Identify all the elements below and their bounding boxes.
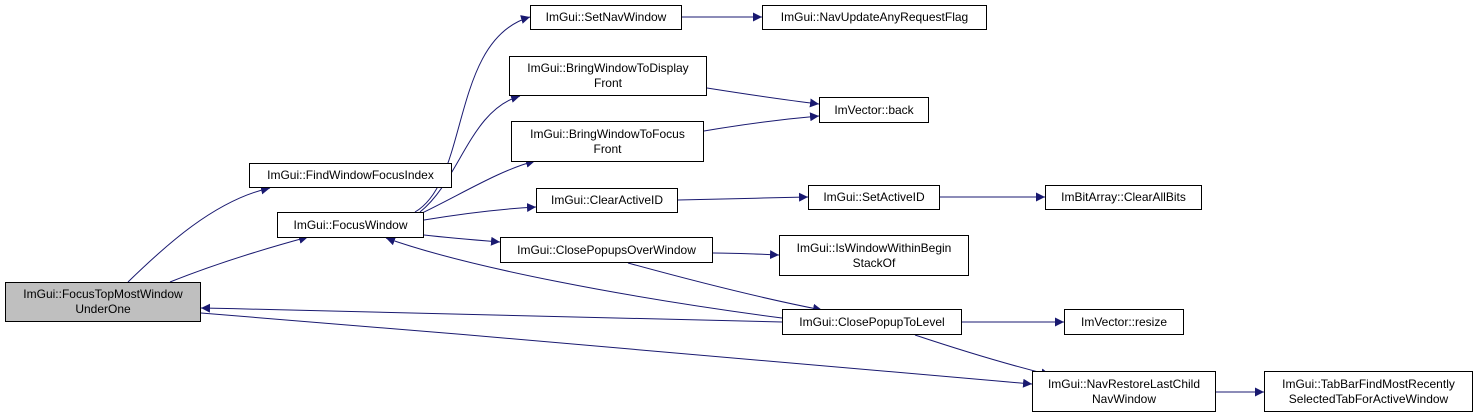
node-focus-top-most-window-under-one[interactable]: ImGui::FocusTopMostWindow UnderOne bbox=[5, 282, 201, 322]
edge-focus-window-to-bring-display bbox=[419, 94, 521, 213]
node-nav-update-any-request-flag[interactable]: ImGui::NavUpdateAnyRequestFlag bbox=[762, 5, 987, 30]
node-imbitarray-clear-all-bits[interactable]: ImBitArray::ClearAllBits bbox=[1045, 185, 1202, 210]
node-clear-active-id[interactable]: ImGui::ClearActiveID bbox=[536, 188, 678, 213]
node-label-line: Front bbox=[593, 141, 622, 156]
node-label-line: ImGui::BringWindowToDisplay bbox=[527, 61, 689, 75]
node-bring-window-to-display-front[interactable]: ImGui::BringWindowToDisplay Front bbox=[509, 56, 707, 96]
node-set-active-id[interactable]: ImGui::SetActiveID bbox=[808, 185, 940, 210]
node-bring-window-to-focus-front[interactable]: ImGui::BringWindowToFocus Front bbox=[511, 121, 704, 162]
edge-clear-active-id-to-set-active-id bbox=[677, 192, 809, 202]
node-label-line: ImVector::back bbox=[834, 102, 914, 117]
node-tabbar-find-most-recently-selected-tab[interactable]: ImGui::TabBarFindMostRecently SelectedTa… bbox=[1264, 371, 1473, 412]
edge-close-popup-level-to-nav-restore bbox=[914, 334, 1051, 378]
node-label-line: ImGui::ClosePopupToLevel bbox=[799, 314, 945, 329]
edge-focus-window-to-clear-active-id bbox=[423, 203, 537, 221]
node-label-line: ImGui::SetNavWindow bbox=[545, 10, 667, 24]
edge-close-popups-over-to-close-popup-level bbox=[627, 262, 823, 313]
edge-focus-top-most-to-find-focus-index bbox=[127, 185, 271, 283]
node-label-line: ImGui::ClearActiveID bbox=[550, 193, 664, 207]
edge-focus-window-to-close-popups-over bbox=[423, 234, 501, 246]
node-set-nav-window[interactable]: ImGui::SetNavWindow bbox=[530, 5, 682, 30]
node-label-line: ImVector::resize bbox=[1080, 314, 1168, 329]
edge-bring-display-to-vector-back bbox=[706, 87, 820, 108]
node-close-popups-over-window[interactable]: ImGui::ClosePopupsOverWindow bbox=[500, 237, 713, 263]
node-label-line: ImGui::FocusTopMostWindow bbox=[23, 287, 183, 301]
node-label-line: NavWindow bbox=[1091, 391, 1157, 406]
node-label-line: ImGui::BringWindowToFocus bbox=[530, 126, 685, 141]
node-label-line: ImGui::NavRestoreLastChild bbox=[1047, 376, 1201, 391]
node-imvector-back[interactable]: ImVector::back bbox=[819, 97, 929, 123]
node-label-line: ImGui::IsWindowWithinBegin bbox=[796, 240, 952, 255]
edge-focus-top-most-to-nav-restore bbox=[200, 312, 1033, 388]
edge-close-popups-over-to-is-within-begin bbox=[712, 250, 780, 260]
node-label-line: ImGui::NavUpdateAnyRequestFlag bbox=[780, 10, 969, 24]
node-label-line: ImBitArray::ClearAllBits bbox=[1061, 190, 1186, 204]
node-label-line: ImGui::FindWindowFocusIndex bbox=[267, 168, 434, 182]
edge-focus-top-most-to-focus-window bbox=[169, 235, 309, 283]
edge-bring-focus-to-vector-back bbox=[703, 112, 820, 132]
node-label-line: ImGui::ClosePopupsOverWindow bbox=[517, 242, 696, 257]
node-imvector-resize[interactable]: ImVector::resize bbox=[1064, 309, 1184, 335]
node-find-window-focus-index[interactable]: ImGui::FindWindowFocusIndex bbox=[249, 163, 452, 188]
node-label-line: ImGui::SetActiveID bbox=[823, 190, 925, 204]
edge-focus-top-most-to-close-popup-level bbox=[200, 303, 783, 323]
node-label-line: UnderOne bbox=[75, 302, 131, 316]
edge-close-popup-level-to-focus-window bbox=[385, 236, 783, 319]
node-is-window-within-begin-stack-of[interactable]: ImGui::IsWindowWithinBegin StackOf bbox=[779, 235, 969, 276]
node-nav-restore-last-child-nav-window[interactable]: ImGui::NavRestoreLastChild NavWindow bbox=[1032, 371, 1216, 412]
edge-focus-window-to-bring-focus bbox=[419, 158, 536, 215]
node-label-line: ImGui::FocusWindow bbox=[293, 217, 408, 232]
node-label-line: Front bbox=[593, 76, 622, 90]
node-label-line: StackOf bbox=[852, 255, 896, 270]
node-label-line: ImGui::TabBarFindMostRecently bbox=[1282, 376, 1455, 391]
edge-focus-window-to-set-nav-window bbox=[414, 15, 531, 213]
node-close-popup-to-level[interactable]: ImGui::ClosePopupToLevel bbox=[782, 309, 962, 335]
node-label-line: SelectedTabForActiveWindow bbox=[1288, 391, 1449, 406]
node-focus-window[interactable]: ImGui::FocusWindow bbox=[277, 212, 424, 238]
